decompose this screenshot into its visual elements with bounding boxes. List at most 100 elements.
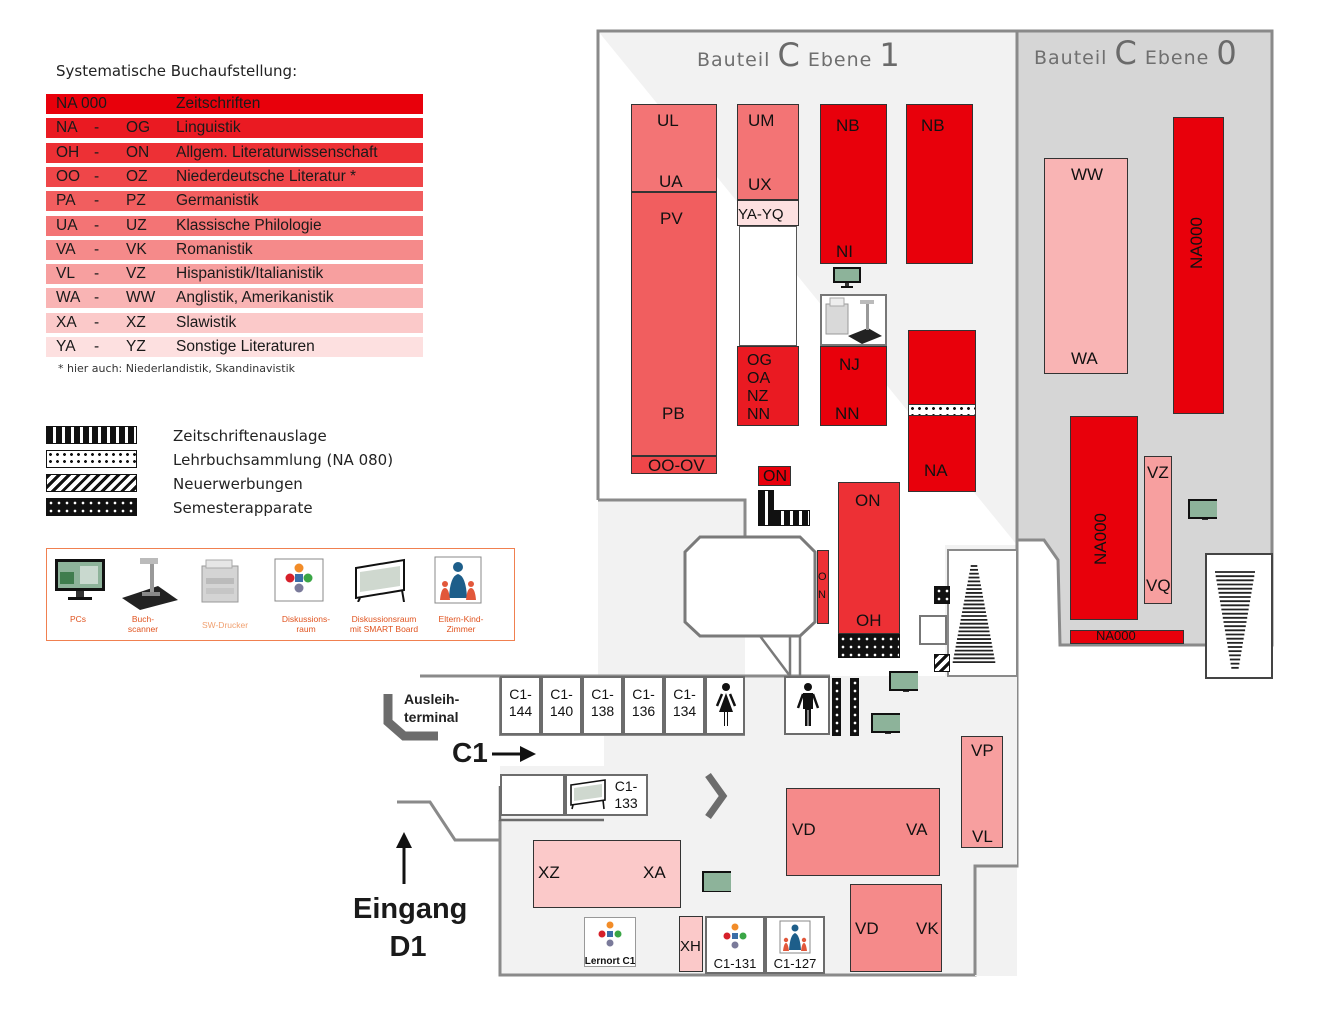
shelf-na000 [1173,117,1224,414]
legend-row: NA- OG Linguistik [46,118,423,139]
shelf-label: NN [835,404,860,423]
shelf-label: XH [680,938,701,955]
legend-subject: Anglistik, Amerikanistik [176,289,334,307]
book-scanner-icon [122,558,178,610]
room-c1-138[interactable] [582,676,623,735]
shelf-label: PV [660,209,683,228]
book-scanner-icon [825,297,882,344]
legend-subject: Allgem. Literaturwissenschaft [176,143,378,161]
legend-code: XA [56,313,77,331]
legend-code: OH [56,143,80,161]
room-label: C1-144 [508,686,533,719]
legend-subject: Linguistik [176,119,241,137]
textbook-collection-strip [908,404,976,416]
legend-code: VK [126,240,147,258]
legend-subject: Zeitschriften [176,95,261,112]
discussion-dots-icon [723,923,747,949]
shelf-label: NB [836,116,860,135]
legend-code: VL [56,265,75,283]
legend-code: WW [126,289,156,307]
shelf-label: OH [856,611,882,630]
monitor-icon [833,267,861,288]
pattern-swatch-semester [46,498,137,516]
shelf-xz-xa [533,840,681,908]
shelf-label: NJ [839,355,860,374]
room-c1-134[interactable] [664,676,705,735]
discussion-dots-icon [598,921,622,947]
legend-code: NA [56,119,78,137]
legend-code: - [94,143,100,161]
monitor-icon [55,559,105,600]
legend-code: - [94,313,100,331]
legend-code: - [94,216,100,234]
stairs-icon [952,565,996,664]
legend-code: - [94,265,100,283]
room-c1-136[interactable] [623,676,664,735]
checkout-terminal-icon [383,694,438,741]
legend-footnote: * hier auch: Niederlandistik, Skandinavi… [58,362,295,375]
legend-code: ON [126,143,150,161]
shelf-label: NZ [747,388,769,405]
shelf-label: UA [659,172,683,191]
family-icon [779,920,811,954]
legend-code: UZ [126,216,147,234]
shelf-na000-bottom [1070,630,1184,644]
semester-shelf [838,634,900,658]
shelf-label: UX [748,175,772,194]
room-c1-144[interactable] [500,676,541,735]
discussion-dots-icon [274,558,324,602]
semester-shelf [832,678,841,736]
room-c1-133[interactable] [565,774,648,816]
shelf-label: ON [855,491,881,510]
shelf-label: OO-OV [648,456,705,475]
service-label-family: Eltern-Kind- Zimmer [438,614,484,634]
legend-code: - [94,167,100,185]
semester-shelf [934,586,950,604]
pattern-label: Lehrbuchsammlung (NA 080) [173,451,394,469]
shelf-nb-ni [820,104,887,264]
shelf-label: VQ [1146,576,1171,595]
shelf-label: NA [924,461,948,480]
journal-display [774,510,810,526]
legend-code: YA [56,338,76,355]
family-icon [434,556,482,604]
shelf-label: NA000 [1096,628,1136,643]
journal-display [758,490,774,526]
legend-code: OG [126,119,151,137]
legend-code: OO [56,167,81,185]
shelf-nj-nn [820,346,887,426]
room-label: C1-136 [631,686,656,719]
shelf-on-small [758,466,791,486]
shelf-label: UL [657,111,679,130]
legend-code: - [94,119,100,137]
room-label: C1-140 [549,686,574,719]
legend-code: NA 000 [56,95,107,112]
shelf-label: WA [1071,349,1098,368]
legend-subject: Sonstige Literaturen [176,338,315,355]
arrow-right-icon [492,746,536,762]
legend-code: UA [56,216,78,234]
pattern-swatch-journals [46,426,137,444]
monitor-icon [871,713,900,734]
shelf-ul-ua [631,104,717,192]
pattern-label: Neuerwerbungen [173,475,303,493]
services-legend-box [46,548,515,641]
service-label-discussion: Diskussions- raum [281,614,331,634]
shelf-label: OG [747,352,772,369]
shelf-nb [906,104,973,264]
legend-subject: Romanistik [176,240,253,258]
arrow-up-icon [396,832,412,884]
shelf-label: VD [855,919,879,938]
header-level-0: Bauteil C Ebene 0 [1034,34,1238,72]
monitor-icon [702,871,731,892]
room-c1-140[interactable] [541,676,582,735]
shelf-label: VP [971,741,994,760]
header-level-1: Bauteil C Ebene 1 [697,36,901,74]
shelf-label: XZ [538,863,560,882]
shelf-na000 [1070,416,1138,620]
shelf-label: VD [792,820,816,839]
shelf-label: VA [906,820,928,839]
